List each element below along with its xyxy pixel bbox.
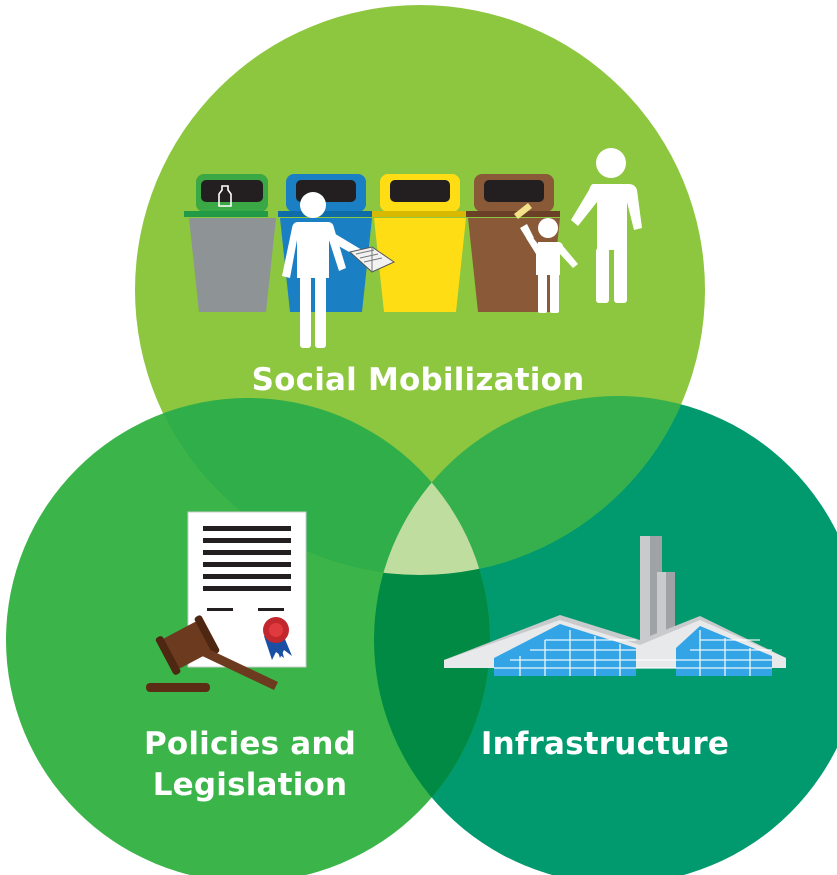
gavel-icon [146, 615, 278, 692]
award-seal-icon [263, 617, 292, 660]
facility-building-icon [444, 536, 786, 676]
child-icon [514, 203, 578, 313]
adult-icon [571, 148, 642, 303]
overlap-social-infrastructure [374, 396, 705, 575]
policies-label-line2: Legislation [152, 767, 348, 803]
person-with-newspaper-icon [282, 192, 396, 348]
social-mobilization-label: Social Mobilization [251, 362, 585, 398]
policies-legislation-label: Policies and Legislation [115, 724, 385, 806]
policies-label-line1: Policies and [143, 726, 357, 762]
infrastructure-label: Infrastructure [480, 726, 730, 762]
overlap-social-policies [135, 398, 490, 575]
